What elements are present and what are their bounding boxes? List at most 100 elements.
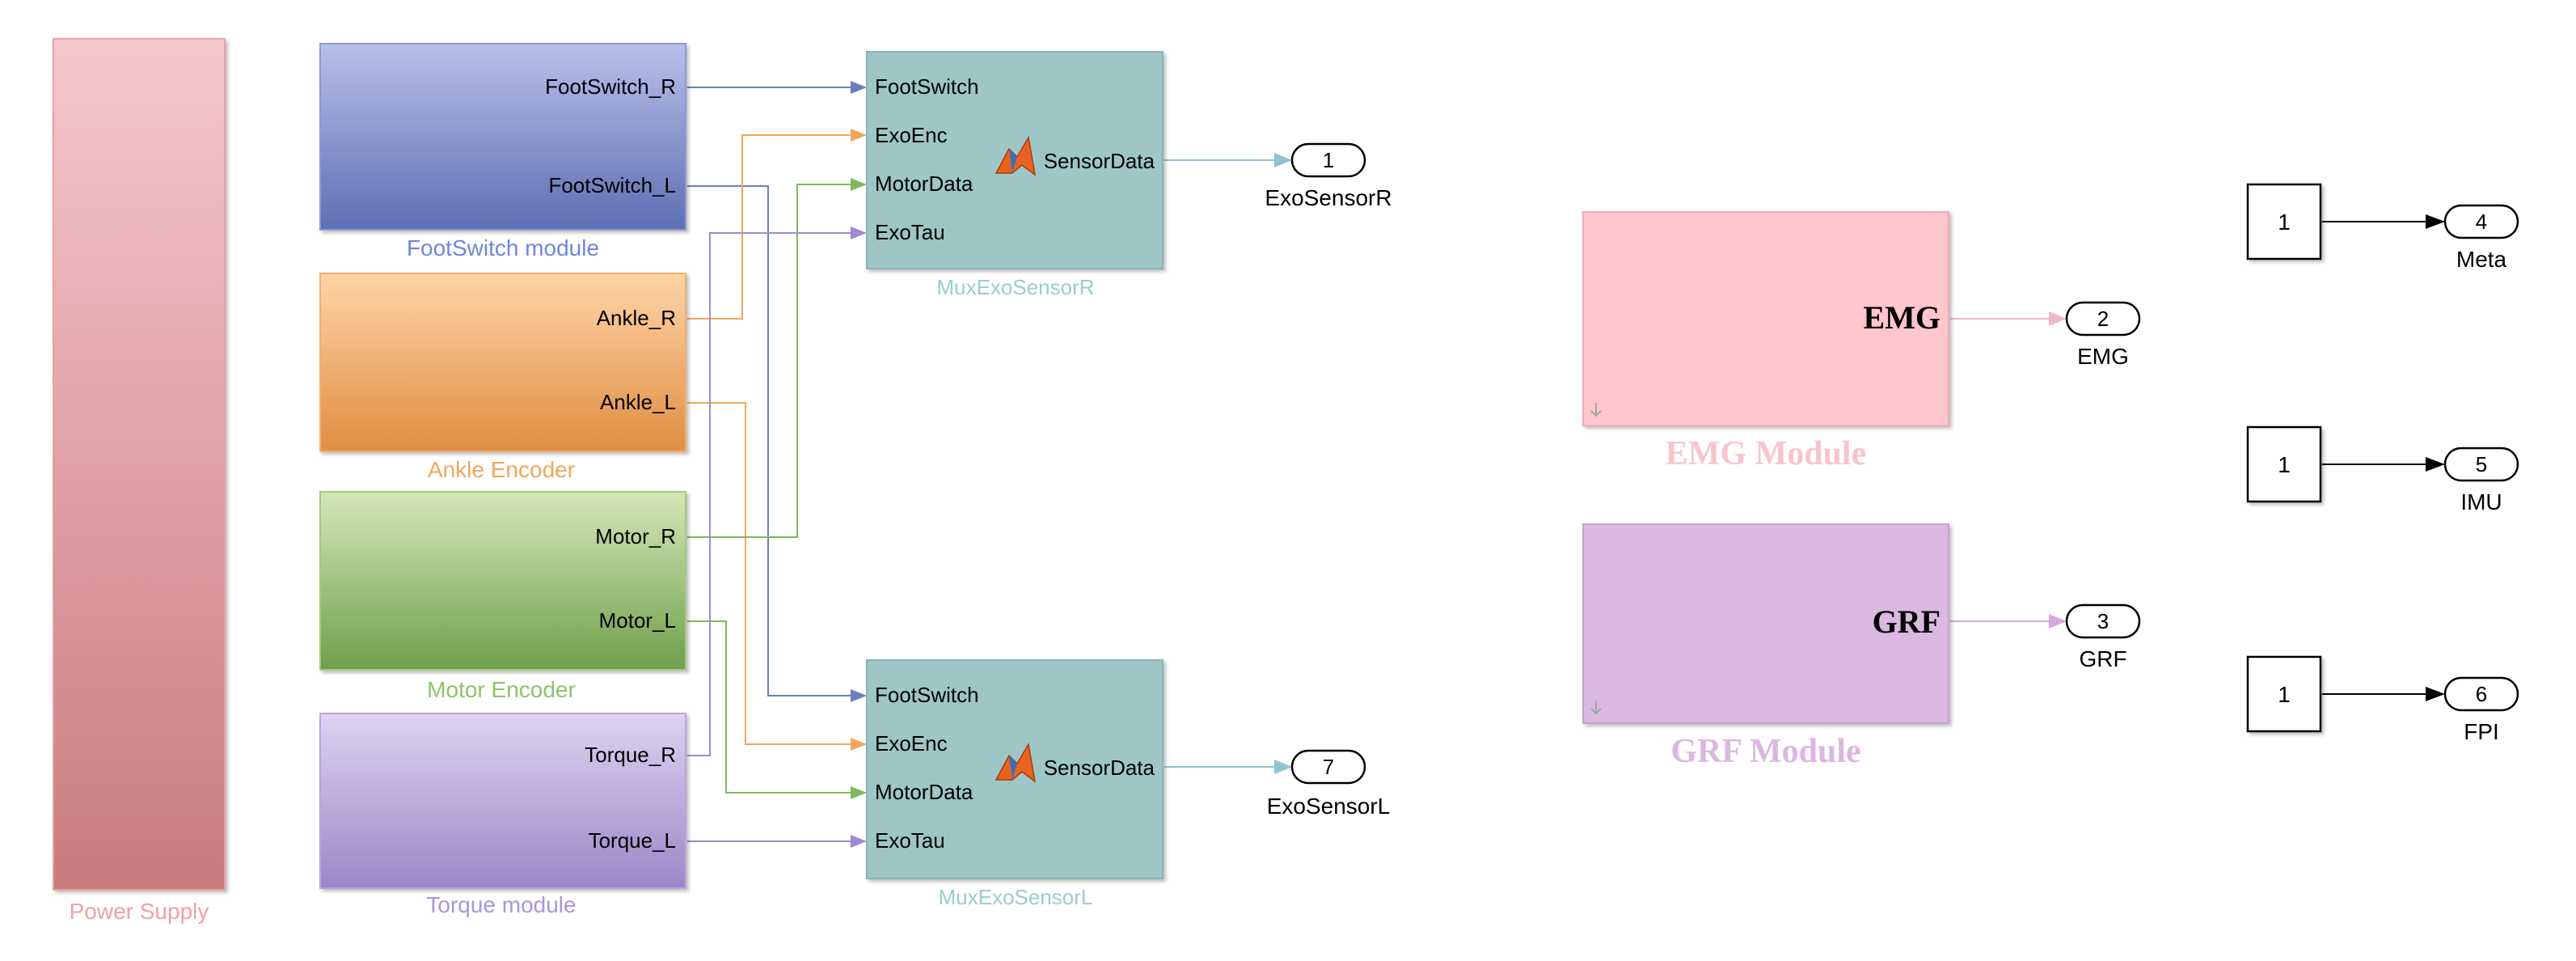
power-supply-body[interactable] (53, 38, 226, 891)
wire-motor-l[interactable] (687, 620, 855, 794)
wire-ankle-l[interactable] (687, 402, 855, 745)
outport-name: FPI (2464, 719, 2499, 744)
arrowhead (851, 689, 867, 702)
arrowhead (851, 835, 867, 848)
outport-exo-sensor-l[interactable]: 7 ExoSensorL (1267, 749, 1391, 819)
mux-l-input-exotau: ExoTau (875, 828, 945, 853)
emg-module-block[interactable]: EMG EMG Module (1582, 211, 1949, 472)
outport-shape[interactable] (2065, 603, 2141, 639)
arrowhead (1274, 760, 1292, 774)
outport-number: 5 (2476, 452, 2487, 476)
footswitch-module-label: FootSwitch module (407, 235, 599, 260)
arrowhead (851, 738, 867, 751)
port-label-footswitch-r: FootSwitch_R (545, 74, 676, 99)
torque-module-body[interactable] (319, 713, 686, 889)
port-label-torque-r: Torque_R (585, 743, 676, 767)
constant-shape[interactable] (2246, 183, 2322, 260)
arrowhead (2426, 214, 2445, 229)
outport-number: 6 (2476, 682, 2487, 706)
mux-r-output-sensordata: SensorData (1044, 149, 1155, 173)
emg-module-body[interactable] (1582, 211, 1949, 426)
emg-module-label: EMG Module (1666, 435, 1867, 472)
arrowhead (1274, 153, 1292, 167)
constant-block-meta[interactable]: 1 (2246, 183, 2322, 260)
outport-number: 7 (1323, 755, 1334, 779)
constant-block-imu[interactable]: 1 (2246, 425, 2322, 503)
outport-name: ExoSensorR (1265, 185, 1391, 210)
wire-motor-r[interactable] (687, 184, 855, 538)
outport-number: 2 (2097, 307, 2109, 331)
mux-exo-sensor-l-label: MuxExoSensorL (939, 885, 1093, 909)
outport-name: GRF (2079, 646, 2126, 671)
mux-exo-sensor-l-block[interactable]: FootSwitch ExoEnc MotorData ExoTau Senso… (866, 659, 1163, 909)
arrowhead (851, 786, 867, 799)
outport-shape[interactable] (2443, 447, 2519, 482)
mux-r-input-motordata: MotorData (875, 171, 973, 196)
wire-arrowheads (851, 81, 2445, 848)
ankle-encoder-label: Ankle Encoder (428, 457, 575, 482)
arrowhead (851, 226, 867, 239)
outport-shape[interactable] (1290, 142, 1366, 178)
wire-ankle-r[interactable] (687, 134, 855, 320)
outport-grf[interactable]: 3 GRF (2065, 603, 2141, 671)
outport-imu[interactable]: 5 IMU (2443, 447, 2519, 514)
mux-l-input-motordata: MotorData (875, 780, 973, 804)
mux-r-input-exotau: ExoTau (875, 220, 945, 244)
subsystem-arrow-icon (1590, 701, 1602, 715)
outport-number: 4 (2476, 210, 2487, 234)
outport-number: 3 (2097, 609, 2109, 633)
arrowhead (2049, 614, 2067, 629)
subsystem-arrow-icon (1590, 403, 1602, 417)
emg-module-port-label: EMG (1863, 299, 1940, 336)
footswitch-module-body[interactable] (319, 43, 686, 231)
port-label-motor-l: Motor_L (599, 608, 676, 633)
power-supply-block[interactable]: Power Supply (53, 38, 226, 924)
arrowhead (2426, 687, 2445, 701)
port-label-motor-r: Motor_R (595, 524, 676, 548)
outport-name: EMG (2077, 344, 2129, 369)
matlab-function-icon (995, 742, 1037, 783)
ankle-encoder-body[interactable] (319, 273, 686, 452)
outport-shape[interactable] (2443, 204, 2519, 239)
outport-shape[interactable] (2065, 301, 2141, 337)
outport-exo-sensor-r[interactable]: 1 ExoSensorR (1265, 142, 1392, 210)
mux-exo-sensor-r-block[interactable]: FootSwitch ExoEnc MotorData ExoTau Senso… (866, 51, 1163, 299)
signal-lines (687, 87, 2426, 842)
power-supply-label: Power Supply (70, 899, 209, 924)
port-label-torque-l: Torque_L (589, 828, 676, 853)
outport-emg[interactable]: 2 EMG (2065, 301, 2141, 369)
constant-value: 1 (2278, 210, 2291, 235)
outport-meta[interactable]: 4 Meta (2443, 204, 2519, 272)
outport-shape[interactable] (2443, 676, 2519, 712)
constant-value: 1 (2278, 452, 2291, 477)
motor-encoder-block[interactable]: Motor_R Motor_L Motor Encoder (319, 491, 686, 702)
outport-fpi[interactable]: 6 FPI (2443, 676, 2519, 744)
port-label-ankle-l: Ankle_L (600, 390, 676, 414)
torque-module-block[interactable]: Torque_R Torque_L Torque module (319, 713, 686, 917)
mux-r-input-exoenc: ExoEnc (875, 123, 948, 147)
outport-name: Meta (2456, 247, 2507, 272)
grf-module-block[interactable]: GRF GRF Module (1582, 523, 1949, 770)
arrowhead (851, 178, 867, 191)
mux-l-input-exoenc: ExoEnc (875, 731, 948, 756)
arrowhead (2049, 311, 2067, 326)
motor-encoder-body[interactable] (319, 491, 686, 671)
constant-block-fpi[interactable]: 1 (2246, 655, 2322, 733)
footswitch-module-block[interactable]: FootSwitch_R FootSwitch_L FootSwitch mod… (319, 43, 686, 260)
arrowhead (851, 81, 867, 94)
arrowhead (2426, 457, 2445, 472)
grf-module-label: GRF Module (1670, 733, 1860, 770)
port-label-ankle-r: Ankle_R (597, 306, 676, 330)
port-label-footswitch-l: FootSwitch_L (548, 173, 676, 197)
ankle-encoder-block[interactable]: Ankle_R Ankle_L Ankle Encoder (319, 273, 686, 482)
grf-module-body[interactable] (1582, 523, 1949, 724)
outport-shape[interactable] (1290, 749, 1366, 785)
constant-shape[interactable] (2246, 655, 2322, 733)
grf-module-port-label: GRF (1873, 603, 1940, 640)
constant-shape[interactable] (2246, 425, 2322, 503)
torque-module-label: Torque module (426, 892, 576, 917)
wire-footswitch-l[interactable] (687, 185, 855, 696)
wire-torque-r[interactable] (687, 232, 855, 756)
constant-value: 1 (2278, 682, 2291, 707)
outport-name: IMU (2460, 489, 2502, 514)
